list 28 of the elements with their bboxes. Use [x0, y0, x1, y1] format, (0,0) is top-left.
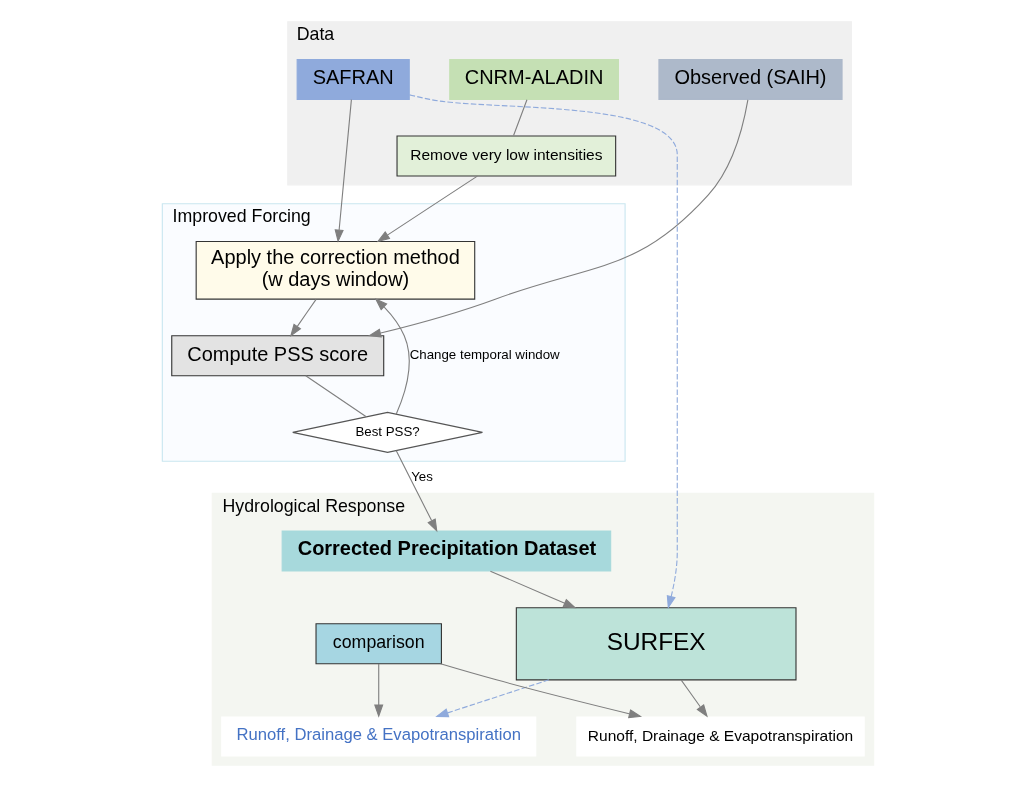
node-box: Runoff, Drainage & Evapotranspiration: [575, 716, 865, 757]
node-box: SAFRAN: [296, 58, 410, 100]
node-box: Apply the correction method (w days window): [195, 240, 475, 300]
arrow: [373, 663, 383, 718]
node-box: Compute PSS score: [170, 335, 384, 377]
arrow: [334, 99, 352, 243]
edge-label: Yes: [410, 468, 433, 484]
arrow: [439, 663, 642, 719]
arrow: [680, 679, 708, 718]
arrow: [374, 298, 410, 415]
connector: [512, 99, 527, 137]
connector: [304, 375, 367, 418]
node-box: SURFEX: [515, 607, 797, 681]
node-box: Remove very low intensities: [395, 135, 616, 177]
node-box: comparison: [314, 623, 442, 665]
node-diamond: Best PSS?: [291, 411, 483, 453]
node-box: CNRM-ALADIN: [448, 58, 619, 100]
arrow: [395, 450, 437, 533]
arrow: [367, 99, 748, 338]
node-box: Runoff, Drainage & Evapotranspiration: [220, 716, 536, 757]
node-box: Observed (SAIH): [657, 58, 843, 100]
arrow: [289, 299, 316, 338]
edge-label: Change temporal window: [409, 347, 560, 363]
arrow: [408, 94, 678, 610]
arrow: [489, 570, 577, 609]
node-box: Corrected Precipitation Dataset: [281, 530, 611, 572]
arrow: [376, 175, 478, 243]
arrow: [434, 679, 549, 718]
